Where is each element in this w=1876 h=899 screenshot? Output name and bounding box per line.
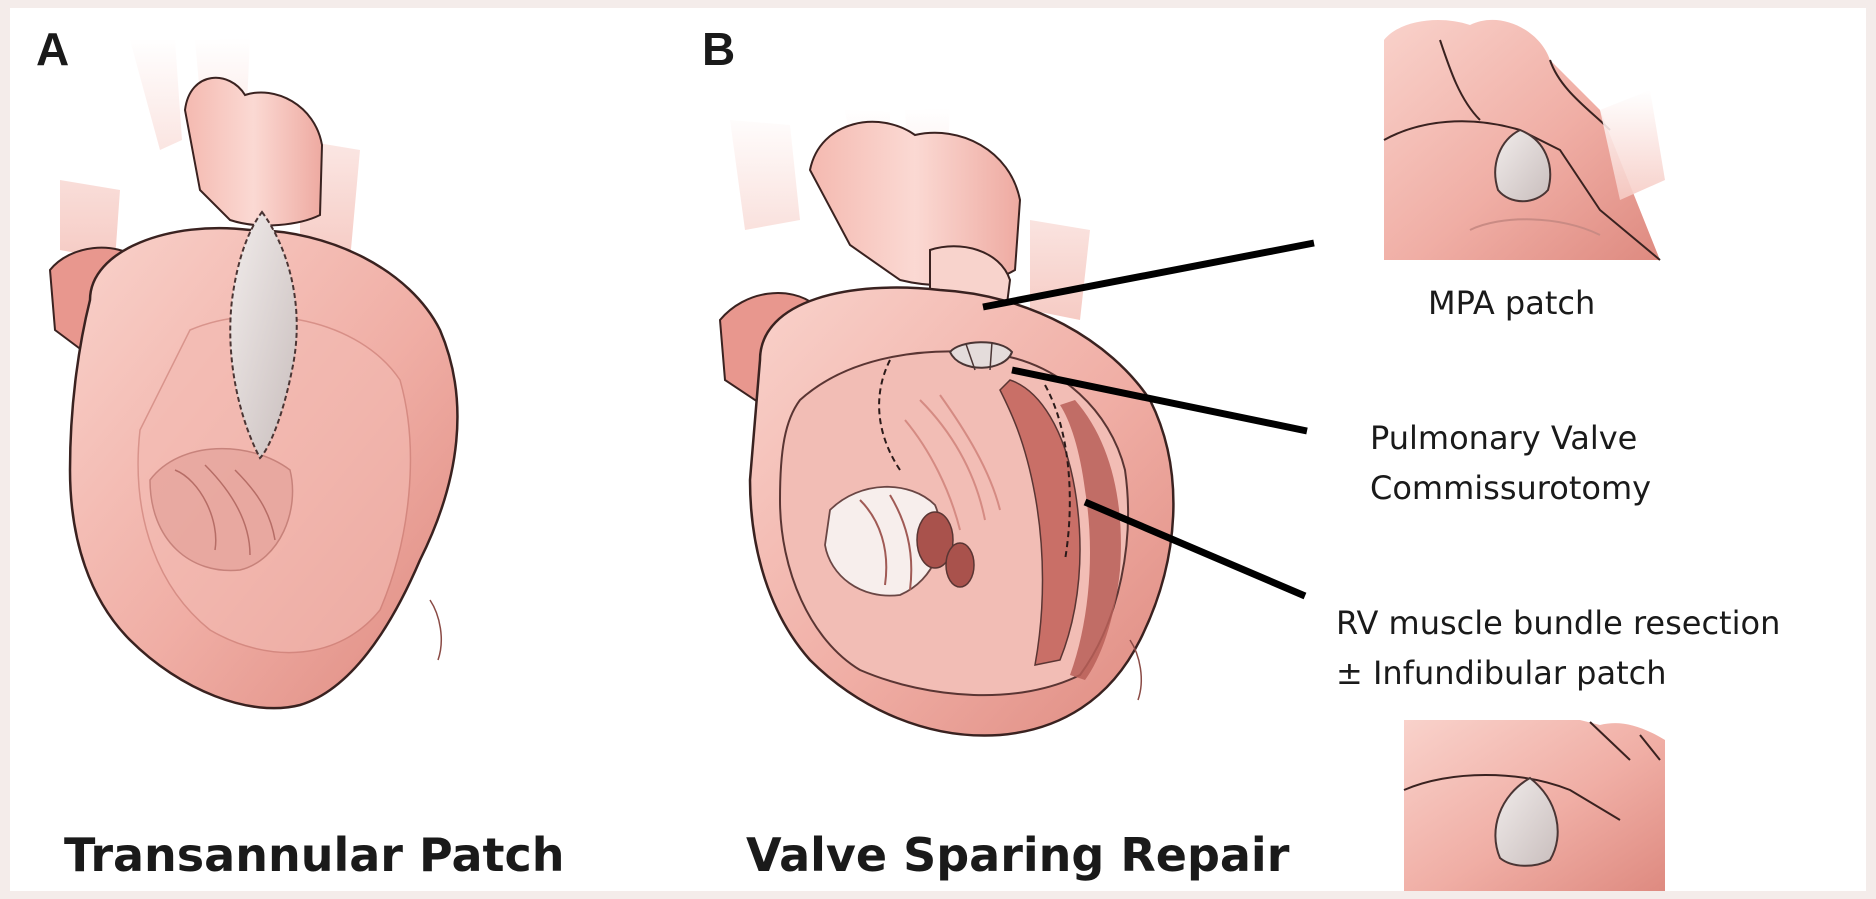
callout-mpa-patch: MPA patch <box>1428 280 1595 326</box>
inset-mpa-patch <box>1384 20 1665 260</box>
callout-pulmonary-valve-line2: Commissurotomy <box>1370 465 1651 511</box>
panel-b-letter: B <box>702 22 735 76</box>
inset-infundibular-patch <box>1404 720 1665 891</box>
panel-b-caption: Valve Sparing Repair <box>746 828 1289 882</box>
panel-a-letter: A <box>36 22 69 76</box>
heart-a-aorta <box>185 78 322 226</box>
callout-pulmonary-valve-line1: Pulmonary Valve <box>1370 415 1637 461</box>
callout-rv-resection-line2: ± Infundibular patch <box>1336 650 1667 696</box>
heart-a-illustration <box>50 38 457 708</box>
heart-b-illustration <box>720 108 1173 736</box>
panel-a-caption: Transannular Patch <box>64 828 565 882</box>
callout-rv-resection-line1: RV muscle bundle resection <box>1336 600 1780 646</box>
